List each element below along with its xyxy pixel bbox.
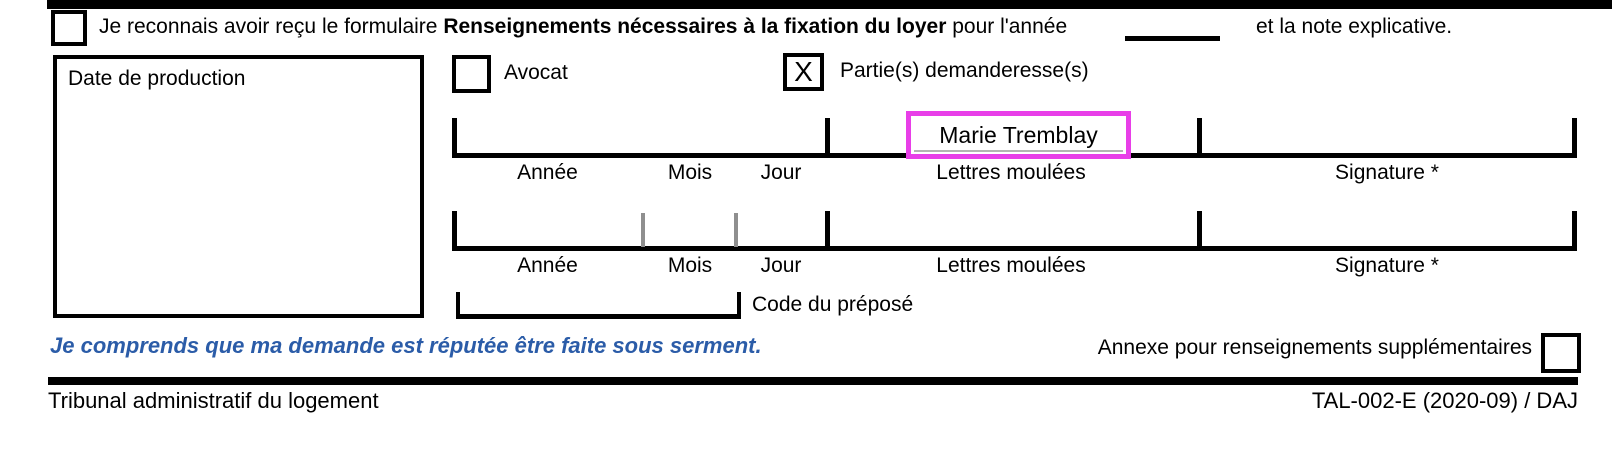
signature-row2-rule: [452, 246, 1577, 251]
acknowledgment-text-end: et la note explicative.: [1256, 15, 1453, 38]
partie-demanderesse-label: Partie(s) demanderesse(s): [840, 59, 1089, 82]
row2-mois-label: Mois: [667, 254, 713, 277]
row1-lettres-moulees-label: Lettres moulées: [936, 161, 1086, 184]
oath-statement: Je comprends que ma demande est réputée …: [50, 333, 762, 358]
row2-tick-start: [452, 211, 457, 251]
footer-form-number: TAL-002-E (2020-09) / DAJ: [1311, 388, 1578, 413]
partie-demanderesse-checkbox[interactable]: X: [783, 53, 824, 91]
row1-tick-end: [1572, 118, 1577, 158]
lettres-moulees-value: Marie Tremblay: [939, 121, 1098, 148]
acknowledgment-text-start: Je reconnais avoir reçu le formulaire: [99, 15, 444, 38]
footer-divider: [48, 377, 1578, 385]
row2-lettres-moulees-label: Lettres moulées: [936, 254, 1086, 277]
row1-tick-start: [452, 118, 457, 158]
lettres-moulees-input-row1[interactable]: Marie Tremblay: [906, 111, 1131, 159]
row2-tick-date-end: [825, 211, 830, 251]
row2-gray-tick-annee-mois: [641, 213, 645, 247]
field-underline: [914, 150, 1123, 152]
acknowledgment-text: Je reconnais avoir reçu le formulaire Re…: [99, 15, 1067, 39]
avocat-label: Avocat: [504, 61, 568, 84]
avocat-checkbox[interactable]: [452, 55, 491, 93]
row2-signature-label: Signature *: [1335, 254, 1439, 277]
row1-annee-label: Année: [517, 161, 578, 184]
section-divider-top: [47, 0, 1612, 9]
code-prepose-rule[interactable]: [456, 314, 741, 319]
row2-tick-end: [1572, 211, 1577, 251]
row1-tick-date-end: [825, 118, 830, 158]
footer: Tribunal administratif du logement TAL-0…: [48, 388, 1578, 414]
year-field-underline[interactable]: [1125, 36, 1220, 41]
partie-demanderesse-checkmark: X: [794, 56, 813, 87]
acknowledgment-form-name: Renseignements nécessaires à la fixation…: [443, 15, 947, 38]
code-prepose-label: Code du préposé: [752, 293, 914, 316]
row1-mois-label: Mois: [667, 161, 713, 184]
footer-organization: Tribunal administratif du logement: [48, 388, 379, 413]
row2-tick-lettres-end: [1197, 211, 1202, 251]
acknowledgment-checkbox[interactable]: [51, 10, 87, 46]
code-prepose-tick-right: [737, 292, 741, 319]
row2-gray-tick-mois-jour: [734, 213, 738, 247]
date-de-production-box: Date de production: [53, 55, 424, 318]
annexe-checkbox[interactable]: [1541, 333, 1581, 373]
date-de-production-label: Date de production: [68, 67, 246, 90]
row2-annee-label: Année: [517, 254, 578, 277]
row2-jour-label: Jour: [760, 254, 802, 277]
acknowledgment-text-year: pour l'année: [946, 15, 1068, 38]
row1-signature-label: Signature *: [1335, 161, 1439, 184]
row1-tick-lettres-end: [1197, 118, 1202, 158]
annexe-label: Annexe pour renseignements supplémentair…: [1097, 336, 1532, 359]
code-prepose-tick-left: [456, 292, 460, 319]
row1-jour-label: Jour: [760, 161, 802, 184]
